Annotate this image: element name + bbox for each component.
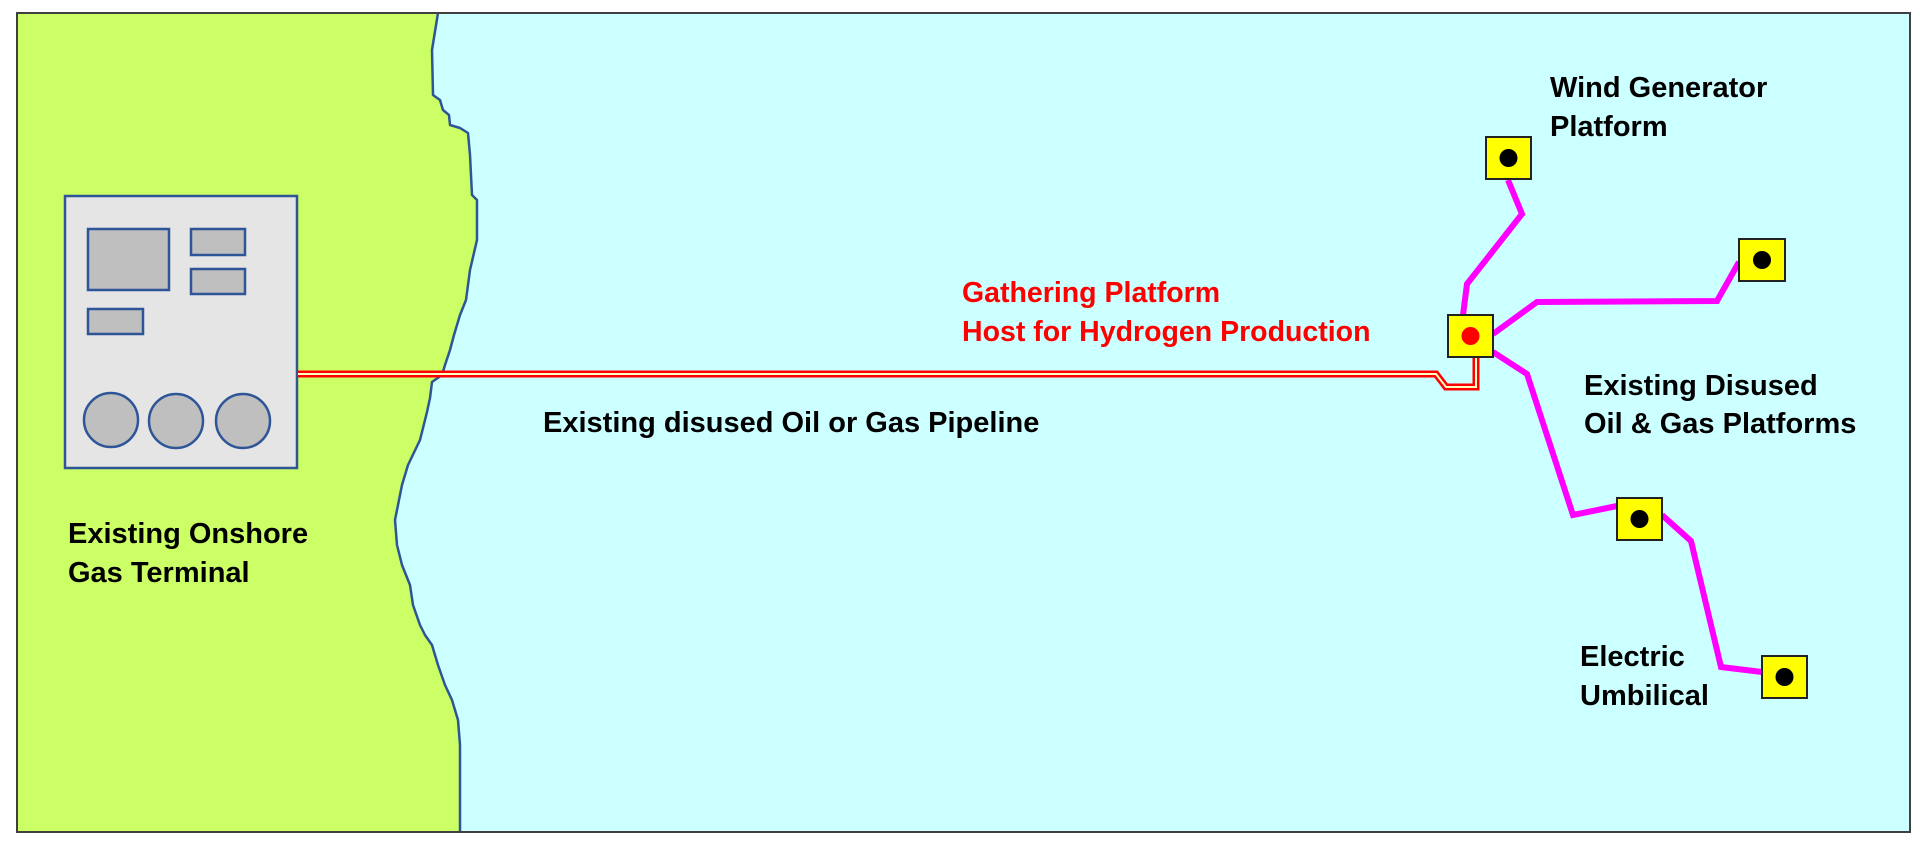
electric-umbilicals <box>1460 178 1763 675</box>
gathering-platform-label-line1: Gathering Platform <box>962 277 1220 309</box>
umbilical-label-line2: Umbilical <box>1580 680 1709 712</box>
platform-marker-icon <box>1630 510 1649 528</box>
gas-terminal-icon <box>63 194 299 470</box>
umbilical-to-platform-southeast <box>1659 512 1763 675</box>
host-marker-icon <box>1461 327 1480 345</box>
storage-tank-icon <box>214 392 272 450</box>
terminal-label-line1: Existing Onshore <box>68 518 308 550</box>
storage-tank-icon <box>82 391 140 449</box>
terminal-building-small <box>86 307 145 336</box>
disused-platforms-label-line2: Oil & Gas Platforms <box>1584 408 1856 440</box>
coastline <box>393 12 479 832</box>
terminal-building-large <box>86 227 171 292</box>
pipeline-inner <box>298 357 1477 388</box>
storage-tank-icon <box>147 392 205 450</box>
disused-platforms-label-line1: Existing Disused <box>1584 370 1818 402</box>
platform-marker-icon <box>1499 149 1518 167</box>
umbilical-to-platform-east <box>1491 260 1742 337</box>
platform-marker-icon <box>1775 668 1794 686</box>
wind-platform-label-line1: Wind Generator <box>1550 72 1767 104</box>
gathering-platform-label-line2: Host for Hydrogen Production <box>962 316 1371 348</box>
wind-platform-label-line2: Platform <box>1550 111 1668 143</box>
disused-platform-southeast <box>1761 655 1808 699</box>
disused-platform-east <box>1738 238 1786 282</box>
pipeline-label: Existing disused Oil or Gas Pipeline <box>543 407 1039 439</box>
umbilical-to-platform-south <box>1491 349 1618 519</box>
diagram-frame <box>16 12 1911 833</box>
umbilical-label-line1: Electric <box>1580 641 1685 673</box>
gathering-host-platform <box>1447 314 1494 358</box>
terminal-building-small <box>189 227 247 257</box>
platform-marker-icon <box>1753 251 1771 269</box>
wind-generator-platform <box>1485 136 1532 180</box>
terminal-label-line2: Gas Terminal <box>68 557 250 589</box>
pipeline <box>298 357 1480 391</box>
platform-icon <box>1761 655 1808 699</box>
umbilical-to-wind-platform <box>1460 178 1526 316</box>
disused-platform-south <box>1616 497 1663 541</box>
terminal-building-small <box>189 267 247 296</box>
